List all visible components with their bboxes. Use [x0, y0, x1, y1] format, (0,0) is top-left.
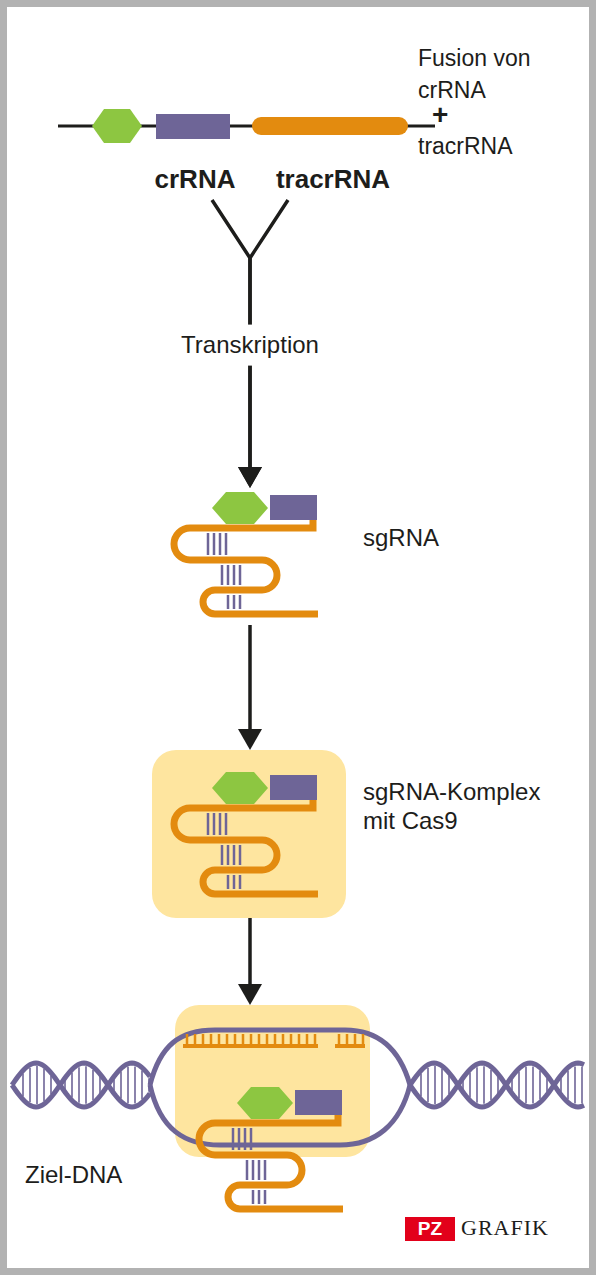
- arrow-head: [238, 467, 262, 488]
- arrow-head: [238, 984, 262, 1005]
- node-label: sgRNA-Komplex mit Cas9: [363, 778, 573, 836]
- node-label: sgRNA: [363, 524, 453, 553]
- dna-helix: [12, 1030, 584, 1145]
- arrow-head: [238, 467, 262, 488]
- rna-strand: [183, 1034, 365, 1046]
- heading-text: Fusion von crRNA: [418, 42, 558, 106]
- step-label: Transkription: [175, 325, 325, 366]
- plus-sign: +: [432, 100, 462, 130]
- cas9-complex: sgRNA-Komplex mit Cas9: [152, 750, 346, 918]
- sgrna-symbol: [199, 1087, 343, 1209]
- flow-arrow: [238, 625, 262, 750]
- sgrna-symbol: [174, 492, 318, 614]
- arrow-head: [238, 729, 262, 750]
- connector-line: [248, 918, 252, 987]
- logo-text: GRAFIK: [461, 1214, 581, 1242]
- node-label: tracrRNA: [248, 164, 418, 195]
- sgrna-symbol: [174, 772, 318, 894]
- flow-arrow: [238, 918, 262, 1005]
- logo-badge: PZ: [405, 1217, 455, 1241]
- cas9-ground: [152, 750, 346, 918]
- tracrrna-segment: tracrRNA: [248, 108, 418, 200]
- node-label: crRNA: [150, 164, 240, 195]
- sgrna-molecule: sgRNA: [170, 488, 455, 625]
- gene-construct: [58, 109, 435, 143]
- connector-line: [248, 625, 252, 732]
- node-label: Ziel-DNA: [25, 1161, 165, 1190]
- target-dna: Ziel-DNA: [175, 1005, 370, 1157]
- heading-text: tracrRNA: [418, 130, 558, 162]
- crrna-segment: crRNA: [150, 108, 240, 200]
